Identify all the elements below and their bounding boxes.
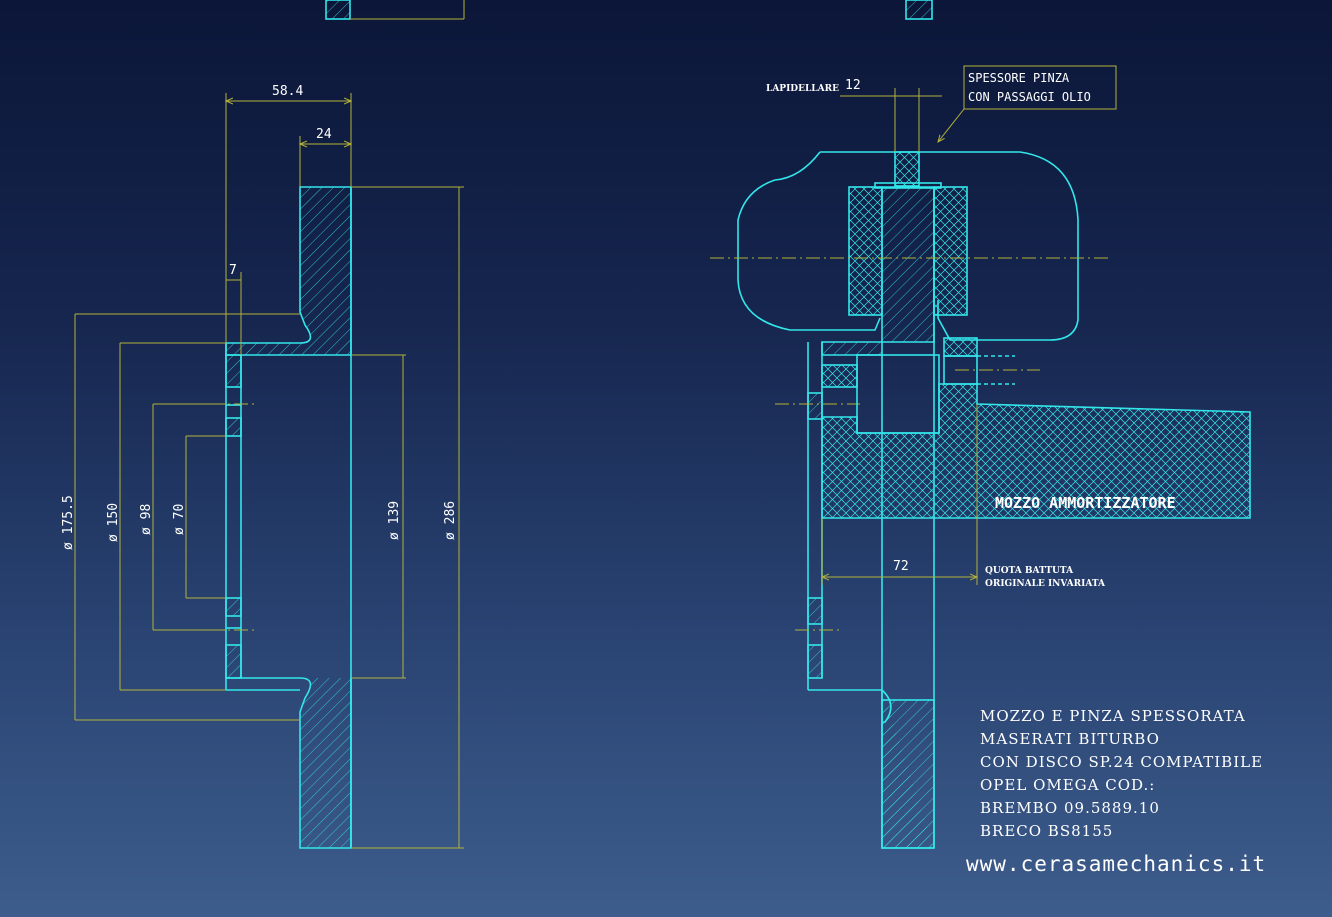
dim-d286: ø 286 [443, 501, 458, 540]
disc-upper-section [225, 186, 352, 356]
dim-d150: ø 150 [106, 503, 121, 542]
disc-lower-right [881, 699, 935, 849]
left-top-fragment [325, 0, 351, 20]
dim-d175: ø 175.5 [61, 495, 76, 550]
dim-offset: 7 [229, 263, 237, 278]
note-line-6: BRECO BS8155 [980, 822, 1114, 840]
dim-72: 72 [893, 559, 909, 574]
callout-line-2: CON PASSAGGI OLIO [968, 90, 1091, 104]
dim-width-total: 58.4 [272, 84, 303, 99]
dim-d139: ø 139 [387, 501, 402, 540]
brake-pad-right [933, 186, 968, 316]
note-line-3: CON DISCO SP.24 COMPATIBILE [980, 753, 1264, 771]
disc-lower-section [226, 677, 352, 849]
bolt-hole-upper [225, 354, 242, 388]
dim-d70: ø 70 [172, 504, 187, 535]
callout-box [963, 65, 1117, 110]
dim-width-disc: 24 [316, 127, 332, 142]
left-view: 58.4 24 7 ø 175.5 ø 150 ø 98 ø 70 [61, 0, 465, 849]
caliper-spacer [894, 151, 920, 187]
caliper-body [737, 151, 1079, 341]
lapidellare-value: 12 [845, 78, 861, 93]
right-view: MOZZO AMMORTIZZATORE 72 QUOTA BATTUTA OR… [710, 0, 1251, 849]
note-line-4: OPEL OMEGA COD.: [980, 776, 1156, 794]
damper-hub [821, 383, 1251, 519]
quota-note-2: ORIGINALE INVARIATA [985, 579, 1106, 589]
lapidellare-label: LAPIDELLARE [766, 84, 839, 94]
note-line-2: MASERATI BITURBO [980, 730, 1160, 748]
right-top-fragment [905, 0, 933, 20]
note-line-1: MOZZO E PINZA SPESSORATA [980, 707, 1246, 725]
title-block: MOZZO E PINZA SPESSORATA MASERATI BITURB… [980, 705, 1300, 843]
brake-pad-left [848, 186, 883, 316]
callout-line-1: SPESSORE PINZA [968, 71, 1070, 85]
bolt-hole-lower [225, 644, 242, 679]
quota-note-1: QUOTA BATTUTA [985, 566, 1074, 576]
note-line-5: BREMBO 09.5889.10 [980, 799, 1160, 817]
website-url: www.cerasamechanics.it [966, 852, 1267, 876]
hub-label: MOZZO AMMORTIZZATORE [995, 494, 1176, 512]
dim-d98: ø 98 [139, 504, 154, 535]
